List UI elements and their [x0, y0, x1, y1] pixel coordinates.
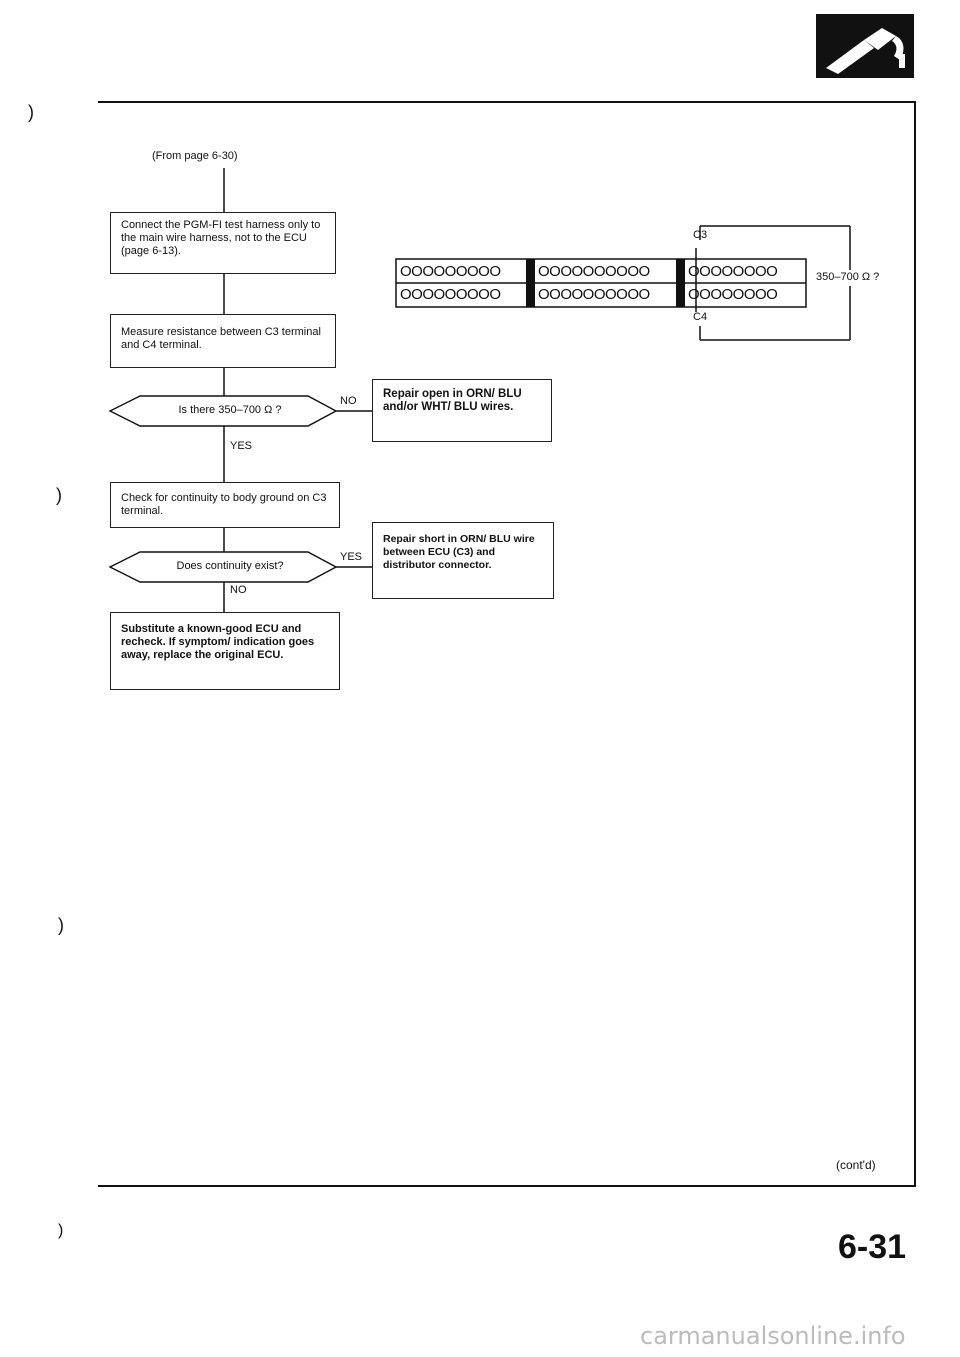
- margin-mark: ): [58, 1222, 64, 1239]
- pin-row-segment: OOOOOOOO: [688, 286, 778, 303]
- decision-resistance-label: Is there 350–700 Ω ?: [178, 404, 282, 416]
- fuel-nozzle-icon: [816, 14, 914, 78]
- right-rule: [914, 101, 916, 1185]
- step-connect-harness: Connect the PGM-FI test harness only to …: [110, 212, 336, 274]
- pin-row-segment: OOOOOOOOOO: [538, 263, 650, 280]
- action-repair-open: Repair open in ORN/ BLU and/or WHT/ BLU …: [372, 379, 552, 442]
- decision-diamond: [108, 395, 338, 427]
- margin-mark: ): [28, 102, 34, 122]
- step-measure-resistance: Measure resistance between C3 terminal a…: [110, 314, 336, 368]
- from-page-label: (From page 6-30): [152, 150, 238, 162]
- contd-label: (cont'd): [836, 1158, 876, 1172]
- decision-continuity-label: Does continuity exist?: [176, 560, 284, 572]
- top-rule: [98, 101, 916, 103]
- pin-row-segment: OOOOOOOOOO: [538, 286, 650, 303]
- pin-row-segment: OOOOOOOOO: [400, 263, 501, 280]
- pin-row-segment: OOOOOOOOO: [400, 286, 501, 303]
- decision2-no-label: NO: [230, 584, 247, 596]
- step-check-continuity: Check for continuity to body ground on C…: [110, 482, 340, 528]
- decision1-no-label: NO: [340, 395, 357, 407]
- margin-mark: ): [56, 485, 62, 505]
- step-substitute-ecu: Substitute a known-good ECU and recheck.…: [110, 612, 340, 690]
- c4-label: C4: [693, 311, 708, 323]
- resistance-label: 350–700 Ω ?: [814, 271, 882, 283]
- action-repair-short: Repair short in ORN/ BLU wire between EC…: [372, 522, 554, 599]
- margin-mark: ): [58, 915, 64, 935]
- decision2-yes-label: YES: [340, 551, 363, 563]
- pin-row-segment: OOOOOOOO: [688, 263, 778, 280]
- decision-diamond: [108, 551, 338, 583]
- c3-label: C3: [693, 229, 708, 241]
- decision1-yes-label: YES: [230, 440, 253, 452]
- page-number: 6-31: [838, 1228, 907, 1266]
- watermark: carmanualsonline.info: [640, 1322, 906, 1350]
